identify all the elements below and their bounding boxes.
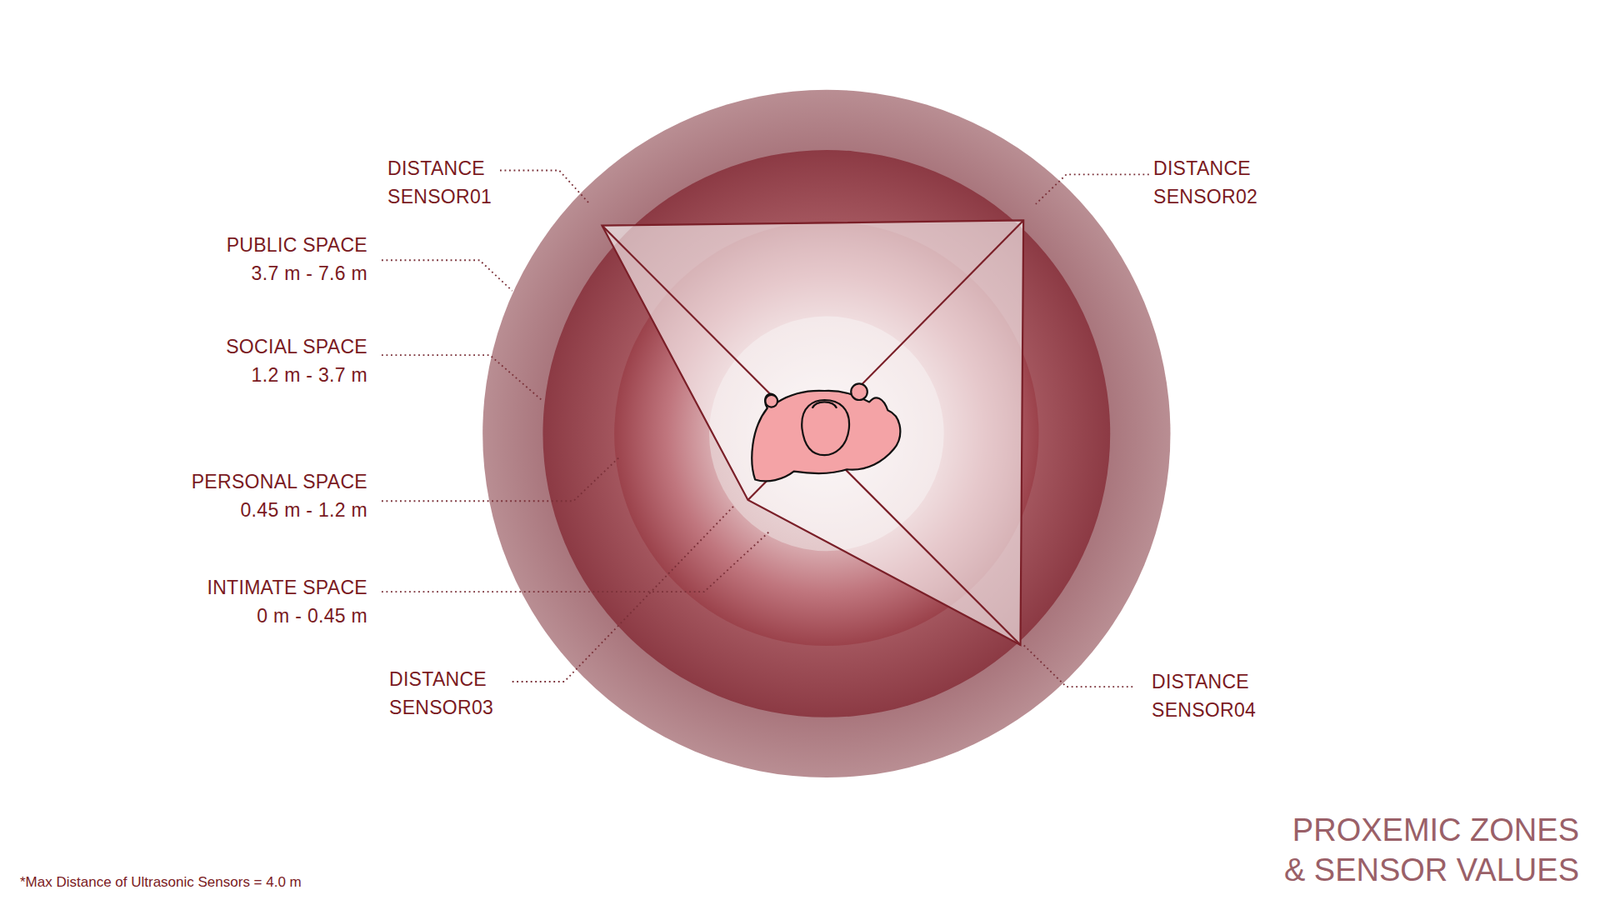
leader-lines — [381, 170, 1150, 687]
zone-range: 0 m - 0.45 m — [256, 601, 368, 630]
sensor-label: DISTANCE SENSOR01 — [387, 154, 492, 211]
public-zone — [482, 90, 1170, 778]
social-zone — [542, 150, 1110, 718]
zone-range: 0.45 m - 1.2 m — [240, 495, 368, 525]
zone-range: 1.2 m - 3.7 m — [251, 360, 368, 390]
sensor-label: DISTANCE SENSOR04 — [1151, 667, 1256, 725]
sensor-lines — [601, 220, 1024, 645]
sensor-field — [601, 220, 1024, 645]
zone-rings — [482, 90, 1170, 778]
zone-range: 3.7 m - 7.6 m — [251, 259, 368, 288]
zone-name: INTIMATE SPACE — [207, 573, 368, 602]
sensor-label: DISTANCE SENSOR02 — [1153, 154, 1258, 211]
footnote: *Max Distance of Ultrasonic Sensors = 4.… — [20, 873, 302, 892]
zone-name: SOCIAL SPACE — [225, 332, 368, 361]
zone-name: PERSONAL SPACE — [191, 467, 368, 496]
sensor-area — [601, 220, 1024, 645]
diagram-title: PROXEMIC ZONES & SENSOR VALUES — [1224, 810, 1580, 890]
sensor-label: DISTANCE SENSOR03 — [389, 665, 494, 722]
zone-name: PUBLIC SPACE — [226, 230, 368, 260]
person-top-view — [751, 383, 900, 481]
